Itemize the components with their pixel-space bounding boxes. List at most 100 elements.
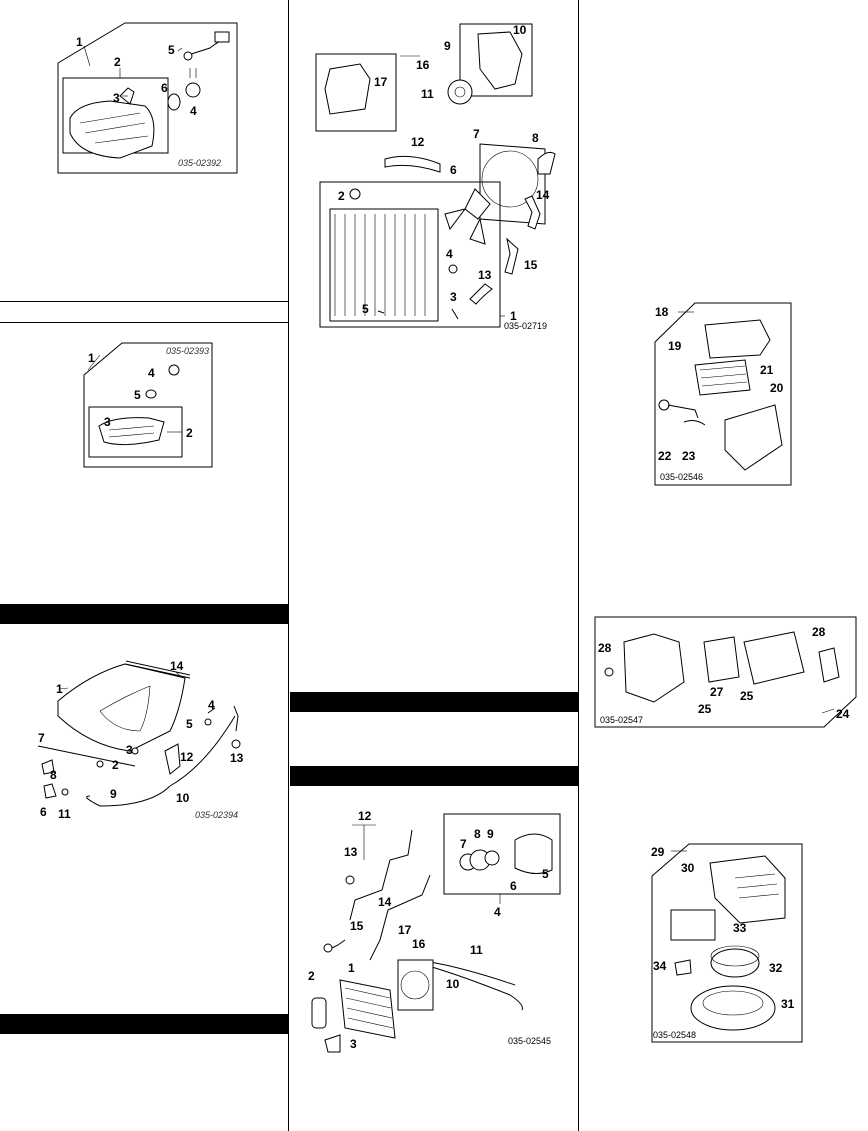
callout-21: 21	[760, 363, 774, 377]
case-half-illustration	[743, 631, 805, 685]
callout-24: 24	[836, 707, 850, 721]
callout-7: 7	[460, 837, 467, 851]
condenser-fan-illustration	[397, 959, 434, 1011]
callout-14: 14	[378, 895, 392, 909]
callout-3: 3	[104, 415, 111, 429]
figure-code: 035-02547	[600, 715, 643, 725]
callout-2: 2	[338, 189, 345, 203]
callout-2: 2	[112, 758, 119, 772]
callout-18: 18	[655, 305, 669, 319]
figure-side-marker: 1 2 3 4 5 035-02393	[83, 342, 213, 468]
callout-12: 12	[411, 135, 425, 149]
callout-5: 5	[542, 867, 549, 881]
figure-ac-lines: 12 13 14 15 17 16 1 2 3 11 10 7 8 9 6 5 …	[308, 809, 561, 1053]
callout-3: 3	[350, 1037, 357, 1051]
callout-25b: 25	[740, 689, 754, 703]
figure-code: 035-02392	[178, 158, 221, 168]
marker-lens-illustration	[98, 417, 165, 446]
callout-34: 34	[653, 959, 667, 973]
section-divider	[0, 301, 289, 302]
callout-26: 27	[710, 685, 724, 699]
section-header-bar	[290, 766, 578, 786]
callout-31: 31	[781, 997, 795, 1011]
callout-3: 3	[113, 91, 120, 105]
callout-3: 3	[450, 290, 457, 304]
left-column	[0, 0, 289, 1131]
bulb-illustration	[167, 93, 181, 111]
figure-code: 035-02545	[508, 1036, 551, 1046]
callout-7: 7	[38, 731, 45, 745]
callout-12: 12	[180, 750, 194, 764]
socket-illustration	[168, 364, 180, 376]
callout-12: 12	[358, 809, 372, 823]
figure-code: 035-02546	[660, 472, 703, 482]
callout-32: 32	[769, 961, 783, 975]
callout-5: 5	[168, 43, 175, 57]
callout-25: 25	[698, 702, 712, 716]
filter-illustration	[670, 909, 716, 941]
callout-11: 11	[58, 807, 71, 821]
callout-10: 10	[446, 977, 460, 991]
callout-6: 6	[40, 805, 47, 819]
figure-code: 035-02393	[166, 346, 209, 356]
callout-4: 4	[208, 698, 215, 712]
callout-6: 6	[510, 879, 517, 893]
callout-5: 5	[186, 717, 193, 731]
callout-10: 10	[176, 791, 190, 805]
callout-7: 7	[473, 127, 480, 141]
callout-14: 14	[536, 188, 550, 202]
callout-23: 23	[682, 449, 696, 463]
figure-hood: 1 14 7 8 6 11 2 3 9 10 12 4 5 13 035-023…	[37, 659, 244, 821]
callout-9: 9	[110, 787, 117, 801]
callout-11: 11	[470, 943, 483, 957]
callout-17: 17	[398, 923, 412, 937]
receiver-drier-illustration	[311, 997, 327, 1029]
callout-5: 5	[362, 302, 369, 316]
figure-code: 035-02719	[504, 321, 547, 331]
callout-9: 9	[487, 827, 494, 841]
callout-6: 6	[450, 163, 457, 177]
callout-16: 16	[416, 58, 430, 72]
radiator-core-illustration	[329, 208, 439, 322]
callout-1: 1	[348, 961, 355, 975]
figure-code: 035-02394	[195, 810, 238, 820]
lamp-lens-illustration	[69, 100, 155, 159]
callout-2: 2	[308, 969, 315, 983]
fan-blade-illustration	[444, 188, 491, 245]
callout-13: 13	[478, 268, 492, 282]
section-header-bar	[0, 1014, 288, 1034]
middle-column	[289, 0, 579, 1131]
callout-4: 4	[190, 104, 197, 118]
callout-1: 1	[88, 351, 95, 365]
callout-5: 5	[134, 388, 141, 402]
callout-15: 15	[350, 919, 364, 933]
hood-panel-illustration	[57, 663, 186, 752]
callout-10: 10	[513, 23, 527, 37]
pulley-illustration	[447, 79, 473, 105]
blower-case-illustration	[709, 855, 786, 924]
bulb-illustration	[145, 389, 157, 399]
callout-8: 8	[474, 827, 481, 841]
callout-11: 11	[421, 87, 434, 101]
evaporator-illustration	[694, 359, 751, 396]
lower-case-illustration	[724, 404, 783, 471]
callout-15: 15	[524, 258, 538, 272]
callout-16: 16	[412, 937, 426, 951]
reservoir-tank-illustration	[324, 63, 371, 115]
callout-1: 1	[56, 682, 63, 696]
socket-illustration	[185, 82, 201, 98]
callout-33: 33	[733, 921, 747, 935]
callout-13: 13	[230, 751, 244, 765]
callout-4: 4	[148, 366, 155, 380]
callout-19: 19	[668, 339, 682, 353]
section-header-bar	[290, 692, 578, 712]
callout-22: 22	[658, 449, 672, 463]
blower-motor-illustration	[710, 948, 760, 978]
callout-27: 28	[598, 641, 612, 655]
callout-2: 2	[186, 426, 193, 440]
fan-motor-illustration	[537, 151, 556, 175]
callout-13: 13	[344, 845, 358, 859]
callout-14: 14	[170, 659, 184, 673]
callout-17: 17	[374, 75, 388, 89]
heater-unit-illustration	[623, 633, 685, 703]
